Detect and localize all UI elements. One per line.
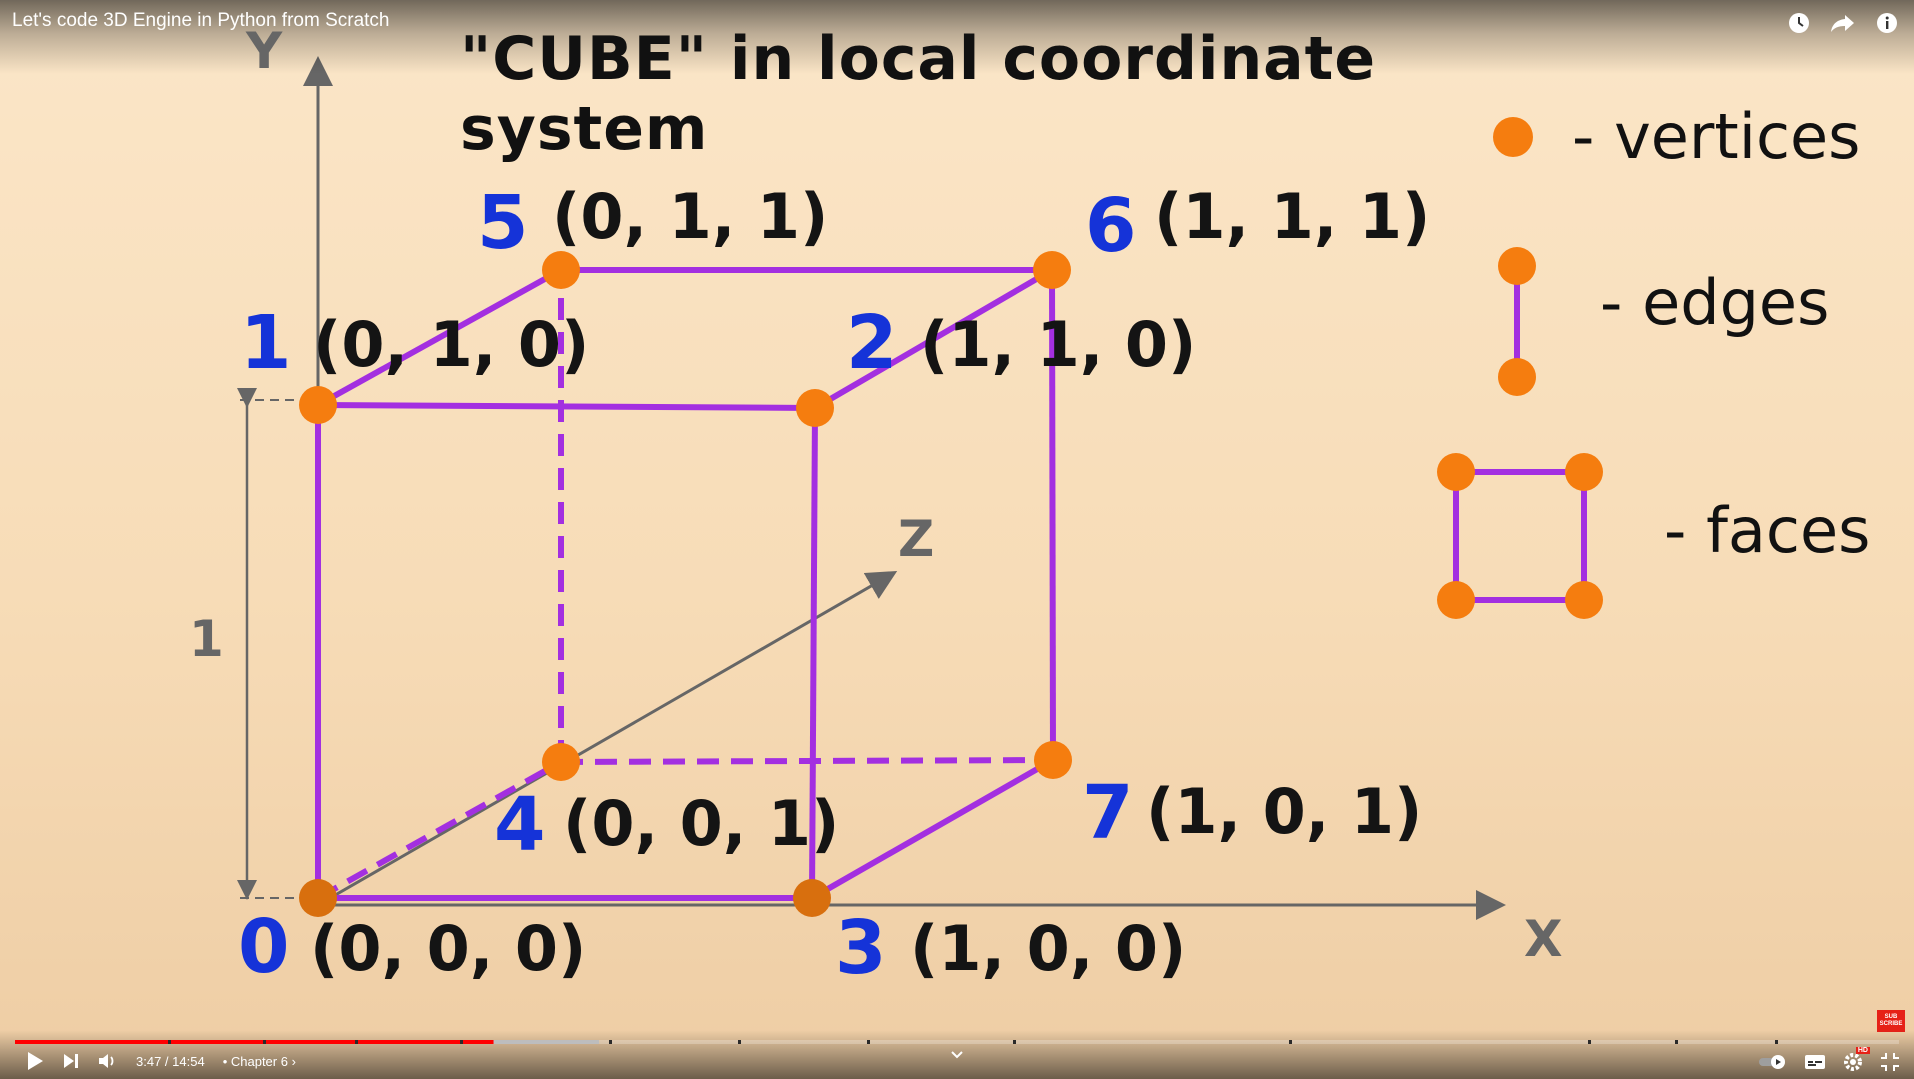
legend-face-dot-bl [1437,581,1475,619]
share-icon[interactable] [1830,10,1856,36]
top-controls [1786,10,1900,36]
slide-title: "CUBE" in local coordinate system [460,24,1377,164]
autoplay-toggle-icon [1759,1055,1785,1069]
legend-face-dot-tr [1565,453,1603,491]
vertex-6-index: 6 [1085,183,1137,269]
dimension-label: 1 [189,610,224,668]
vertex-1 [299,386,337,424]
exit-fullscreen-button[interactable] [1880,1052,1900,1072]
legend-vertices-label: - vertices [1572,100,1861,173]
chapter-label: • Chapter 6 [222,1053,288,1069]
next-button[interactable] [62,1052,80,1070]
watch-later-icon[interactable] [1786,10,1812,36]
autoplay-toggle[interactable] [1758,1054,1788,1070]
vertex-1-coord: (0, 1, 0) [313,308,590,381]
edge-3-7 [810,757,1055,901]
legend-edges-label: - edges [1600,266,1830,339]
edge-0-4 [316,759,563,901]
subscribe-badge-text: SUB SCRIBE [1879,1014,1903,1027]
legend-vertex-dot [1493,117,1533,157]
progress-track [15,1040,1899,1044]
time-display: 3:47 / 14:54 [136,1054,205,1069]
player-controls-gradient [0,1030,1914,1079]
vertex-4-coord: (0, 0, 1) [563,787,840,860]
chapter-markers [168,1040,1778,1044]
player-top-gradient [0,0,1914,74]
chapter-chevron: › [291,1053,296,1069]
time-separator: / [161,1053,173,1069]
vertex-1-index: 1 [240,300,292,386]
legend-face-dot-br [1565,581,1603,619]
play-icon [28,1052,43,1070]
edge-6-7 [1049,269,1056,761]
settings-icon [1844,1053,1862,1071]
time-current: 3:47 [136,1053,162,1069]
edge-2-3 [809,407,818,899]
subtitles-button[interactable] [1804,1053,1826,1071]
progress-bar[interactable] [15,1040,1899,1044]
legend-edge-dot-bottom [1498,358,1536,396]
vertex-2 [796,389,834,427]
vertex-3 [793,879,831,917]
legend-face-dot-tl [1437,453,1475,491]
hd-badge: HD [1855,1047,1870,1054]
z-axis [317,571,898,907]
subtitles-icon [1805,1055,1825,1069]
edge-1-5 [316,267,563,408]
vertex-7 [1034,741,1072,779]
legend-edge-dot-top [1498,247,1536,285]
vertex-4-index: 4 [494,782,546,868]
axis-label-z: Z [898,510,935,568]
vertex-0-coord: (0, 0, 0) [310,912,587,985]
vertex-7-coord: (1, 0, 1) [1146,775,1423,848]
vertex-6 [1033,251,1071,289]
edge-1-2 [317,402,816,411]
progress-played [15,1040,494,1044]
subscribe-watermark[interactable]: SUB SCRIBE [1877,1010,1905,1032]
controls-right: HD [1758,1047,1900,1073]
volume-icon [99,1054,114,1068]
vertex-0-index: 0 [238,904,290,990]
chevron-down-icon[interactable] [950,1050,964,1060]
edge-4-7 [560,757,1054,765]
axis-label-y: Y [246,22,283,80]
chapter-title[interactable]: • Chapter 6 › [223,1054,296,1069]
vertex-0 [299,879,337,917]
video-title[interactable]: Let's code 3D Engine in Python from Scra… [12,10,390,31]
vertex-4 [542,743,580,781]
exit-fullscreen-icon [1881,1053,1899,1071]
settings-button[interactable]: HD [1842,1047,1870,1073]
vertex-2-index: 2 [846,300,898,386]
info-icon[interactable] [1874,10,1900,36]
vertex-2-coord: (1, 1, 0) [920,308,1197,381]
time-total: 14:54 [172,1053,205,1069]
vertex-5 [542,251,580,289]
axis-label-x: X [1524,910,1563,968]
volume-button[interactable] [98,1052,118,1070]
legend-face-square [1453,469,1587,603]
legend-faces-label: - faces [1664,494,1871,567]
vertex-3-index: 3 [835,905,887,991]
vertex-7-index: 7 [1082,770,1134,856]
vertex-5-index: 5 [477,180,529,266]
vertex-5-coord: (0, 1, 1) [552,180,829,253]
play-button[interactable] [26,1051,44,1071]
next-icon [64,1054,78,1068]
controls-left: 3:47 / 14:54 • Chapter 6 › [26,1051,296,1071]
vertex-3-coord: (1, 0, 0) [910,912,1187,985]
edge-2-6 [813,267,1054,411]
vertex-6-coord: (1, 1, 1) [1154,180,1431,253]
